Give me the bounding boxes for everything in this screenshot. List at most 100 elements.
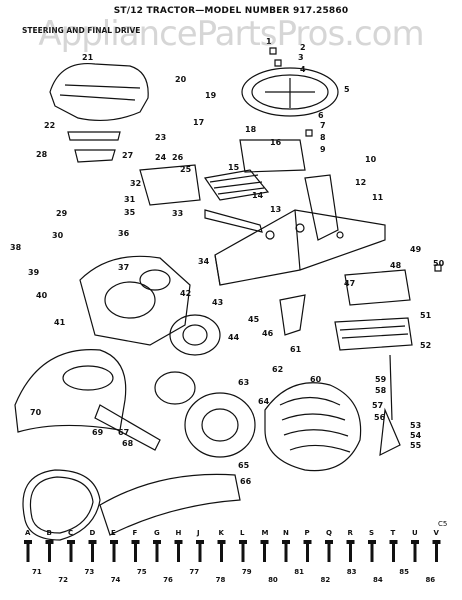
bolt-head-icon <box>24 540 32 544</box>
hardware-letter: N <box>283 529 289 537</box>
callout-26: 26 <box>172 153 184 162</box>
callout-57: 57 <box>372 401 383 410</box>
callout-32: 32 <box>130 179 141 188</box>
callout-64: 64 <box>258 397 270 406</box>
callout-63: 63 <box>238 378 249 387</box>
hardware-number: 75 <box>137 568 147 576</box>
callout-38: 38 <box>10 243 22 252</box>
footrest-right-part <box>344 269 411 306</box>
callout-7: 7 <box>320 121 326 130</box>
hardware-letter: L <box>240 529 245 537</box>
callout-58: 58 <box>375 386 387 395</box>
callout-46: 46 <box>262 329 274 338</box>
watermark: AppliancePartsPros.com <box>38 14 424 54</box>
bolt-head-icon <box>110 540 118 544</box>
bolt-shank-icon <box>155 544 159 562</box>
hardware-number: 78 <box>216 576 226 584</box>
bolt-head-icon <box>217 540 226 544</box>
callout-69: 69 <box>92 428 104 437</box>
bolt-shank-icon <box>327 544 331 562</box>
callout-51: 51 <box>420 311 432 320</box>
callout-45: 45 <box>248 315 260 324</box>
hardware-letter: F <box>133 529 138 537</box>
callout-17: 17 <box>193 118 204 127</box>
footrest-left-part <box>203 169 270 201</box>
callout-29: 29 <box>56 209 68 218</box>
drag-link-part <box>204 209 263 233</box>
hardware-number: 82 <box>321 576 331 584</box>
callout-44: 44 <box>228 333 240 342</box>
seat-hinge-part <box>67 131 121 141</box>
callout-15: 15 <box>228 163 240 172</box>
bolt-head-icon <box>260 540 269 544</box>
bolt-shank-icon <box>263 544 266 562</box>
callout-43: 43 <box>212 298 223 307</box>
callout-6: 6 <box>318 111 324 120</box>
bolt-head-icon <box>45 540 54 544</box>
hardware-letter: P <box>305 529 310 537</box>
axle-hub-part <box>154 371 196 405</box>
reference-code: C5 <box>438 520 448 528</box>
hardware-letter: M <box>262 529 269 537</box>
callout-53: 53 <box>410 421 421 430</box>
callout-49: 49 <box>410 245 422 254</box>
bolt-head-icon <box>432 540 441 544</box>
hardware-letter: Q <box>326 529 332 537</box>
hardware-number: 81 <box>294 568 304 576</box>
bolt-shank-icon <box>134 544 137 562</box>
bolt-shank-icon <box>435 544 438 562</box>
callout-3: 3 <box>298 53 304 62</box>
hardware-number: 71 <box>32 568 42 576</box>
hardware-letter: V <box>434 529 440 537</box>
bolt-head-icon <box>389 540 398 544</box>
callout-56: 56 <box>374 413 386 422</box>
callout-24: 24 <box>155 153 167 162</box>
callout-48: 48 <box>390 261 402 270</box>
bolt-shank-icon <box>349 544 352 562</box>
hardware-letter: E <box>111 529 116 537</box>
callout-61: 61 <box>290 345 302 354</box>
tire-part <box>264 382 362 472</box>
callout-66: 66 <box>240 477 252 486</box>
steering-wheel-part <box>241 67 339 117</box>
callout-31: 31 <box>124 195 136 204</box>
callout-25: 25 <box>180 165 192 174</box>
hitch-plate-part <box>99 473 241 536</box>
callout-18: 18 <box>245 125 257 134</box>
callout-67: 67 <box>118 428 129 437</box>
bolt-shank-icon <box>112 544 116 562</box>
hardware-number: 72 <box>58 576 68 584</box>
drive-belt-part <box>22 469 101 541</box>
bolt-shank-icon <box>48 544 51 562</box>
bolt-head-icon <box>196 540 204 544</box>
bolt-shank-icon <box>26 544 30 562</box>
callout-37: 37 <box>118 263 129 272</box>
spindle-part <box>379 407 401 457</box>
bolt-shank-icon <box>69 544 73 562</box>
callout-40: 40 <box>36 291 48 300</box>
bolt-shank-icon <box>392 544 395 562</box>
bolt-head-icon <box>153 540 161 544</box>
callout-21: 21 <box>82 53 94 62</box>
callout-35: 35 <box>124 208 136 217</box>
callout-30: 30 <box>52 231 64 240</box>
callout-68: 68 <box>122 439 134 448</box>
hardware-letter: T <box>391 529 396 537</box>
bolt-shank-icon <box>370 544 374 562</box>
hardware-number: 73 <box>84 568 94 576</box>
bracket-part <box>94 404 161 451</box>
callout-10: 10 <box>365 155 377 164</box>
hardware-letter: C <box>68 529 73 537</box>
bolt-shank-icon <box>177 544 180 562</box>
callout-1: 1 <box>266 37 272 46</box>
bolt-shank-icon <box>198 544 202 562</box>
bolt-shank-icon <box>413 544 417 562</box>
hardware-letter: S <box>369 529 374 537</box>
bolt-head-icon <box>411 540 419 544</box>
callout-9: 9 <box>320 145 326 154</box>
section-title: STEERING AND FINAL DRIVE <box>22 26 141 35</box>
callout-59: 59 <box>375 375 387 384</box>
hardware-number: 85 <box>399 568 409 576</box>
hardware-number: 76 <box>163 576 173 584</box>
